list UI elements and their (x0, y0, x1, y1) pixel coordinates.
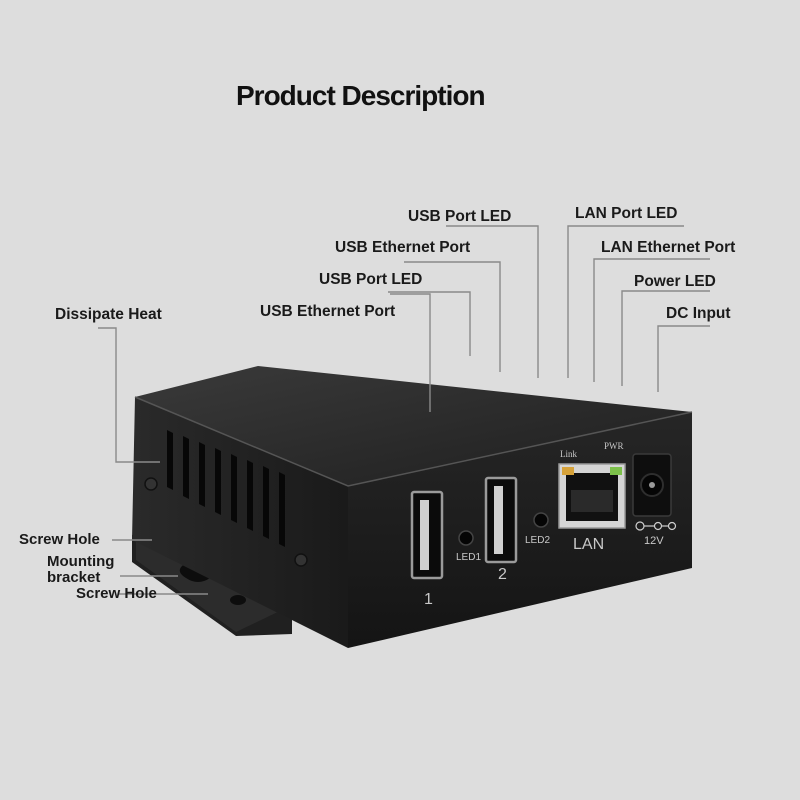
screw-hole-callout-bottom: Screw Hole (76, 585, 157, 602)
led1-label: LED1 (456, 552, 482, 563)
power-led-callout: Power LED (634, 273, 716, 290)
lan-port-led-callout: LAN Port LED (575, 205, 678, 222)
vent-slots (167, 430, 285, 547)
mounting-bracket-callout-line1: Mounting (47, 553, 115, 570)
lan-ethernet-port-callout: LAN Ethernet Port (601, 239, 736, 256)
port-1-label: 1 (424, 591, 433, 608)
page-title: Product Description (236, 80, 486, 111)
screw-hole-bottom (230, 595, 246, 605)
leader-lines (98, 225, 710, 595)
polarity-icon (635, 521, 677, 531)
lan-port-led (562, 467, 574, 475)
usb-port-2 (484, 476, 518, 564)
usb-port-1 (410, 490, 444, 580)
dc-input-callout: DC Input (666, 305, 731, 322)
mounting-bracket-callout-line2: bracket (47, 569, 101, 586)
usb-ethernet-port-callout-low: USB Ethernet Port (260, 303, 396, 320)
usb-ethernet-port-callout-top: USB Ethernet Port (335, 239, 471, 256)
led1-indicator (458, 530, 474, 546)
usb-port-led-callout-mid: USB Port LED (319, 271, 423, 288)
screw-hole-callout-top: Screw Hole (19, 531, 100, 548)
side-screw-top (144, 477, 158, 491)
link-label: Link (560, 449, 577, 459)
led2-indicator (533, 512, 549, 528)
lan-label: LAN (573, 536, 605, 553)
usb-port-led-callout-top: USB Port LED (408, 208, 512, 225)
voltage-label: 12V (644, 535, 664, 547)
dissipate-heat-callout: Dissipate Heat (55, 306, 162, 323)
power-led (610, 467, 622, 475)
pwr-label: PWR (604, 441, 624, 451)
led2-label: LED2 (525, 535, 551, 546)
side-screw-bottom (294, 553, 308, 567)
dc-input-jack (632, 453, 672, 517)
port-2-label: 2 (498, 566, 507, 583)
lan-ethernet-port (558, 463, 626, 529)
